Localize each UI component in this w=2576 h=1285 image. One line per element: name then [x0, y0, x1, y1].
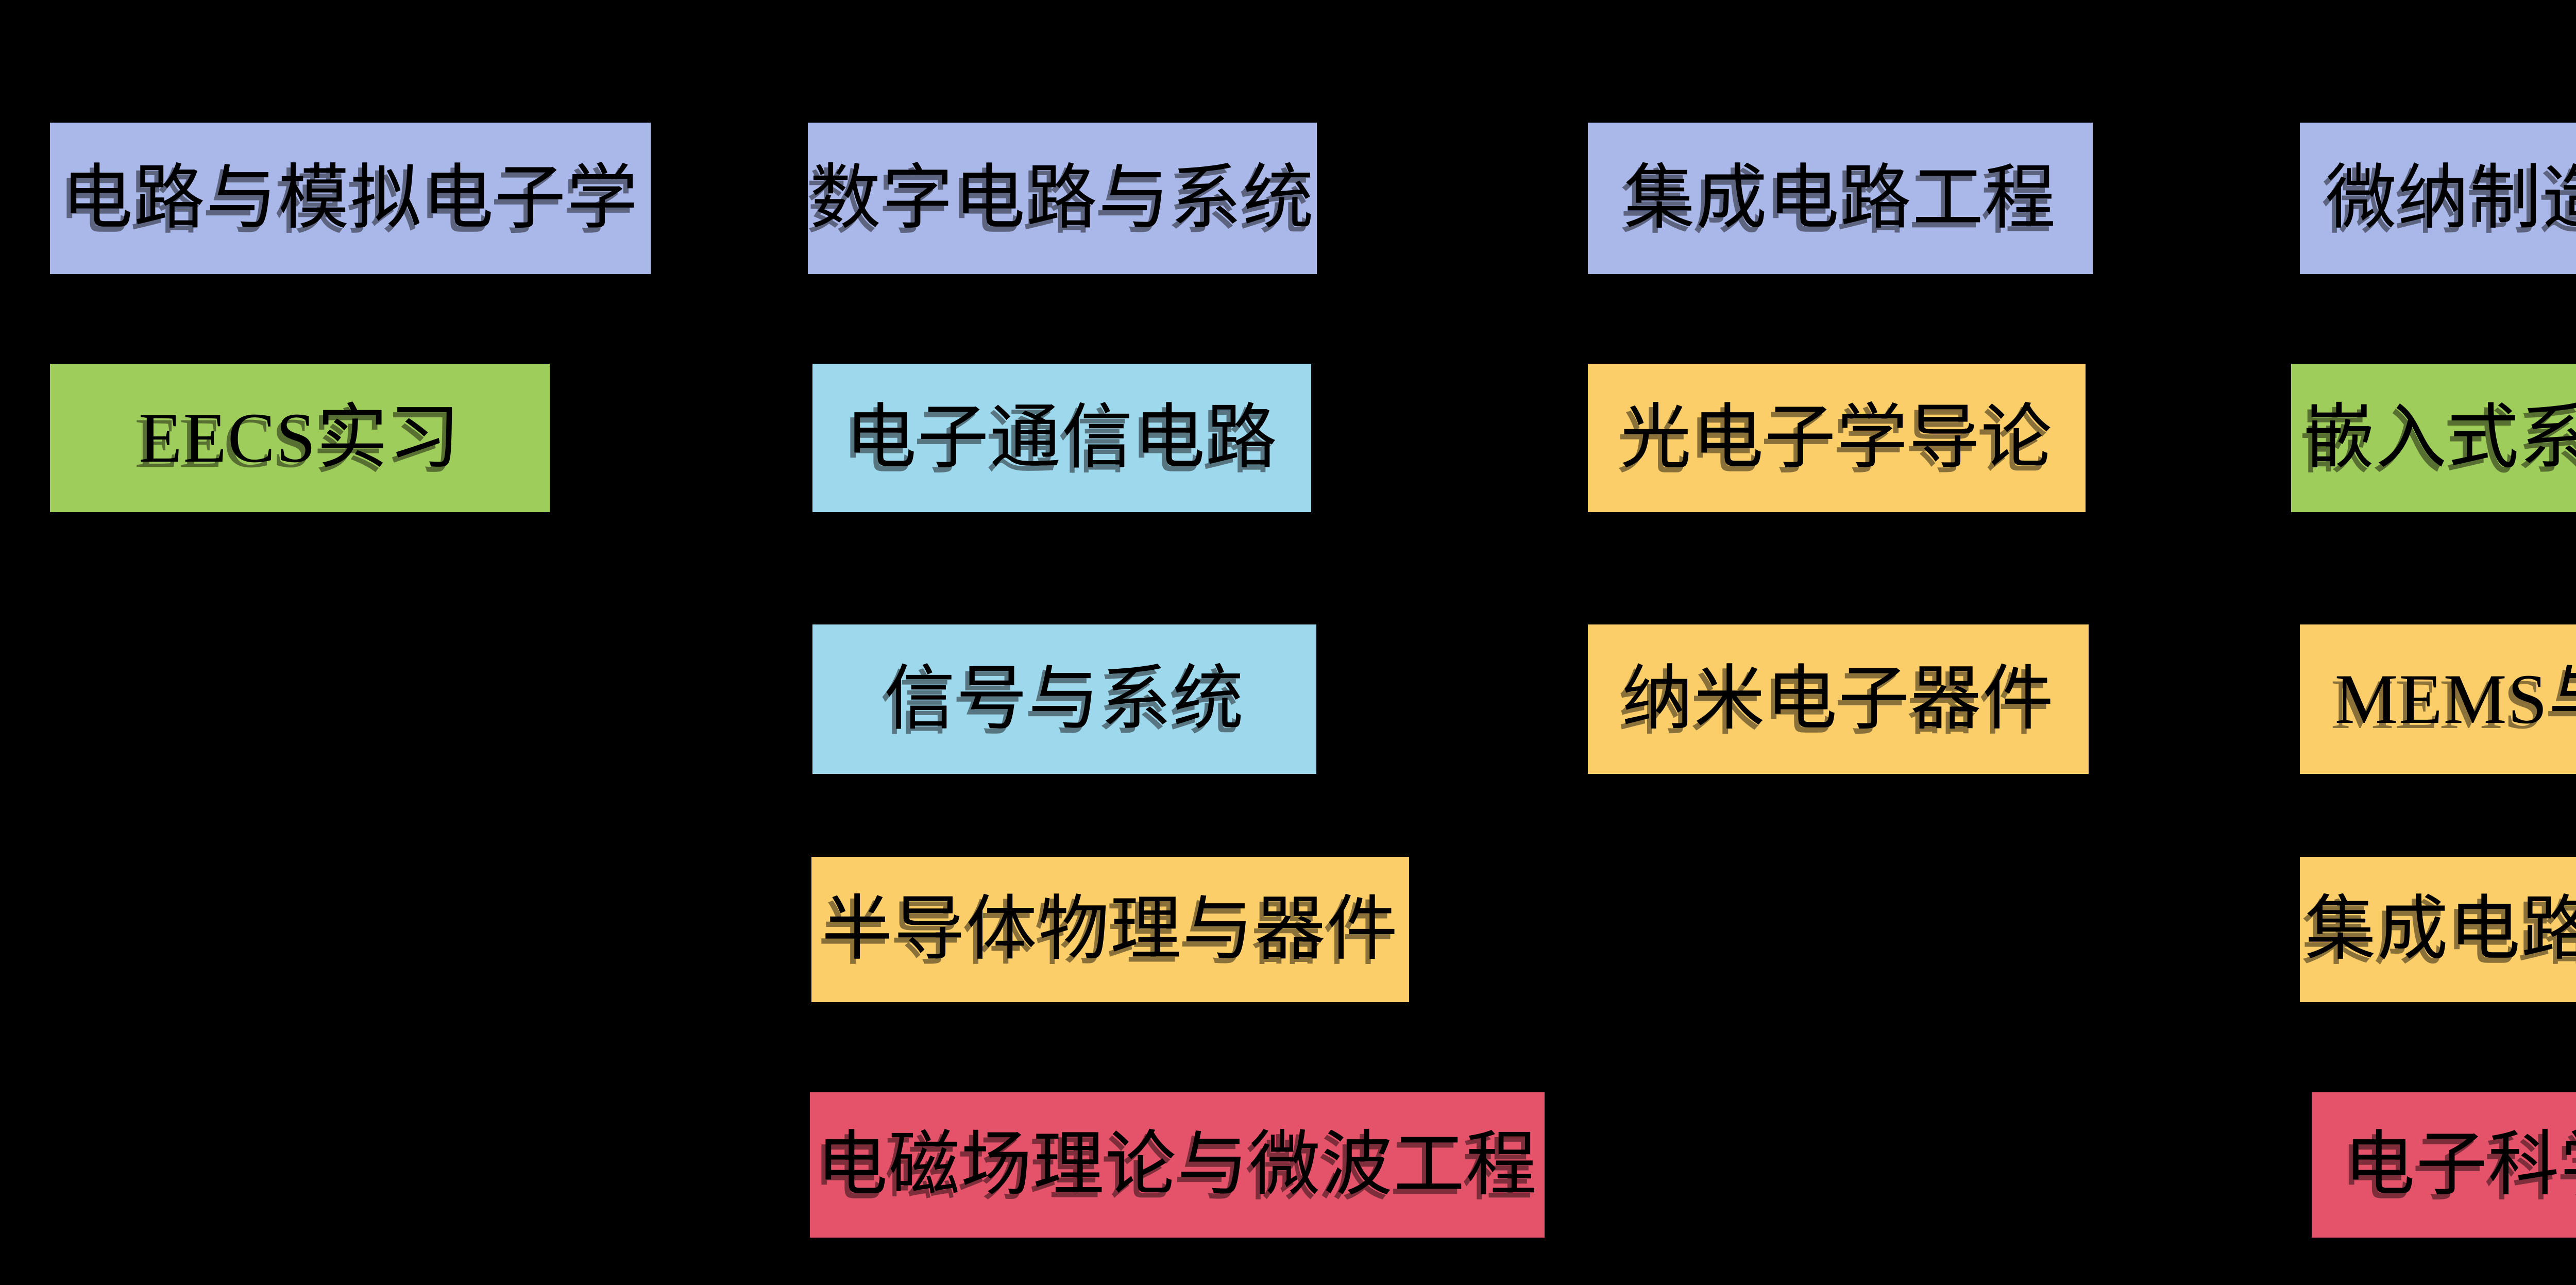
course-box-integrated-circuit-engineering: 集成电路工程 [1588, 123, 2093, 274]
course-label: 电路与模拟电子学 [61, 159, 639, 238]
course-box-introduction-to-optoelectronics: 光电子学导论 [1588, 364, 2086, 512]
course-label: 电子通信电路 [845, 398, 1278, 477]
course-box-micro-nano-fabrication-process: 微纳制造工艺(实操!) [2300, 123, 2576, 274]
course-label: 数字电路与系统 [809, 159, 1315, 238]
course-label: 集成电路工程 [1623, 159, 2057, 238]
course-label: 微纳制造工艺(实操!) [2326, 159, 2576, 238]
course-label: 光电子学导论 [1620, 398, 2053, 477]
course-label: 纳米电子器件 [1621, 660, 2055, 738]
course-box-electromagnetic-field-theory-and-microwave-engineering: 电磁场理论与微波工程 [810, 1092, 1545, 1238]
course-box-integrated-circuit-manufacturing-technology: 集成电路制造技术 [2300, 857, 2576, 1002]
course-box-semiconductor-physics-and-devices: 半导体物理与器件 [811, 857, 1409, 1002]
course-box-embedded-systems-principles-and-design: 嵌入式系统原理与设计 [2291, 364, 2576, 512]
course-label: 电子科学与技术前沿 [2344, 1125, 2576, 1204]
course-label: 半导体物理与器件 [821, 890, 1399, 969]
course-label: 信号与系统 [884, 660, 1245, 738]
course-box-mems-and-sensors: MEMS与传感器 [2300, 624, 2576, 774]
course-label: 电磁场理论与微波工程 [816, 1125, 1538, 1204]
course-box-frontiers-of-electronic-science-and-technology: 电子科学与技术前沿 [2312, 1092, 2576, 1238]
course-box-digital-circuits-and-systems: 数字电路与系统 [808, 123, 1317, 274]
course-label: 集成电路制造技术 [2304, 890, 2576, 969]
course-box-electronic-communication-circuits: 电子通信电路 [812, 364, 1311, 512]
course-label: MEMS与传感器 [2334, 660, 2576, 738]
course-label: 嵌入式系统原理与设计 [2303, 398, 2576, 477]
course-box-circuits-and-analog-electronics: 电路与模拟电子学 [50, 123, 651, 274]
course-box-eecs-internship: EECS实习 [50, 364, 550, 512]
course-label: EECS实习 [139, 398, 461, 477]
course-box-nanoelectronic-devices: 纳米电子器件 [1588, 624, 2089, 774]
course-box-signals-and-systems: 信号与系统 [812, 624, 1316, 774]
